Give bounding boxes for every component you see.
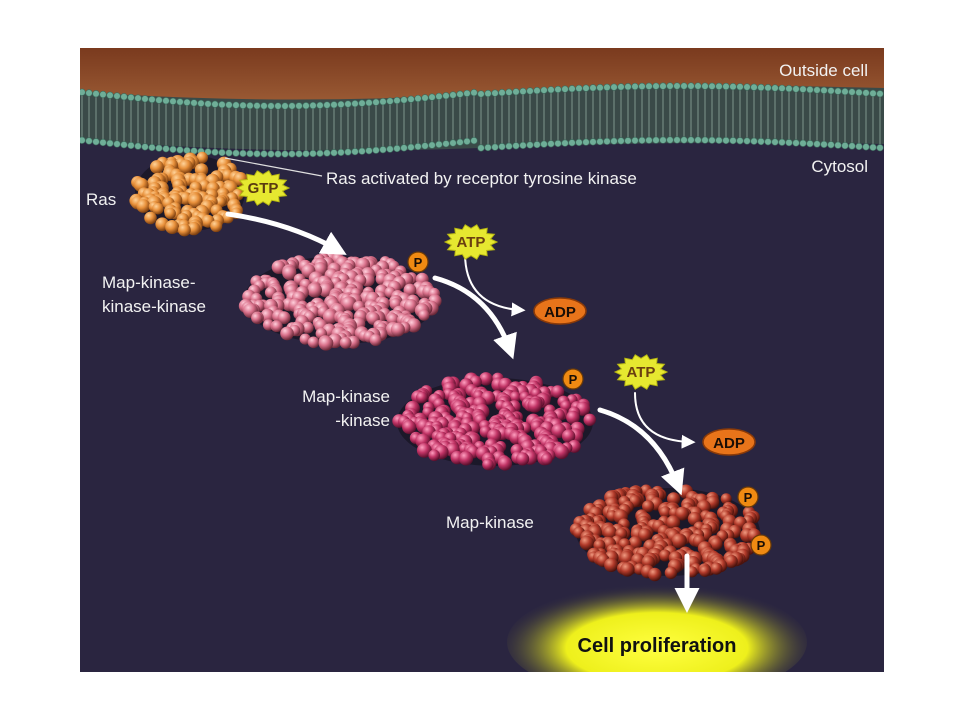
phosphate-mkk: P — [562, 368, 584, 390]
gtp-badge: GTP — [235, 170, 291, 206]
arrow-ras-to-mkkk — [225, 211, 347, 255]
mkk-label-line1: Map-kinase — [302, 387, 390, 406]
mkkk-protein — [238, 250, 442, 351]
ras-protein — [129, 151, 248, 237]
reaction-arrows — [225, 211, 700, 613]
cell-proliferation-glow — [507, 584, 807, 672]
mk-protein — [569, 484, 762, 582]
phosphate-mk-1: P — [737, 486, 759, 508]
cell-membrane — [80, 82, 884, 158]
atp-badge-1: ATP — [443, 224, 499, 260]
phosphate-label-1: P — [414, 255, 423, 270]
phosphate-label-2: P — [569, 372, 578, 387]
phosphate-mk-2: P — [750, 534, 772, 556]
callout-line — [224, 157, 323, 177]
signaling-diagram: Outside cell Cytosol Ras Map-kinase- kin… — [80, 48, 884, 672]
arrow-mkkk-to-mkk — [432, 275, 517, 360]
cell-proliferation-label: Cell proliferation — [578, 635, 737, 657]
arrow-mkk-to-mk — [597, 407, 685, 496]
gtp-label: GTP — [248, 180, 279, 197]
atp-label-1: ATP — [457, 234, 486, 251]
arrow-atp-to-adp-1 — [464, 252, 526, 317]
atp-label-2: ATP — [627, 364, 656, 381]
phosphate-mkkk: P — [407, 251, 429, 273]
ras-label: Ras — [86, 190, 116, 209]
ras-activation-callout: Ras activated by receptor tyrosine kinas… — [326, 169, 637, 188]
adp-label-1: ADP — [544, 304, 576, 321]
mk-label: Map-kinase — [446, 513, 534, 532]
outside-cell-label: Outside cell — [779, 61, 868, 80]
mkk-protein — [392, 372, 596, 471]
phosphate-label-4: P — [757, 538, 766, 553]
mkk-label-line2: -kinase — [335, 411, 390, 430]
mkkk-label-line2: kinase-kinase — [102, 297, 206, 316]
adp-label-2: ADP — [713, 435, 745, 452]
phosphate-label-3: P — [744, 490, 753, 505]
mkkk-label-line1: Map-kinase- — [102, 273, 196, 292]
adp-badge-2: ADP — [702, 428, 756, 456]
cytosol-label: Cytosol — [811, 157, 868, 176]
arrow-atp-to-adp-2 — [634, 392, 696, 449]
adp-badge-1: ADP — [533, 297, 587, 325]
diagram-canvas: Outside cell Cytosol Ras Map-kinase- kin… — [80, 48, 884, 672]
atp-badge-2: ATP — [613, 354, 669, 390]
